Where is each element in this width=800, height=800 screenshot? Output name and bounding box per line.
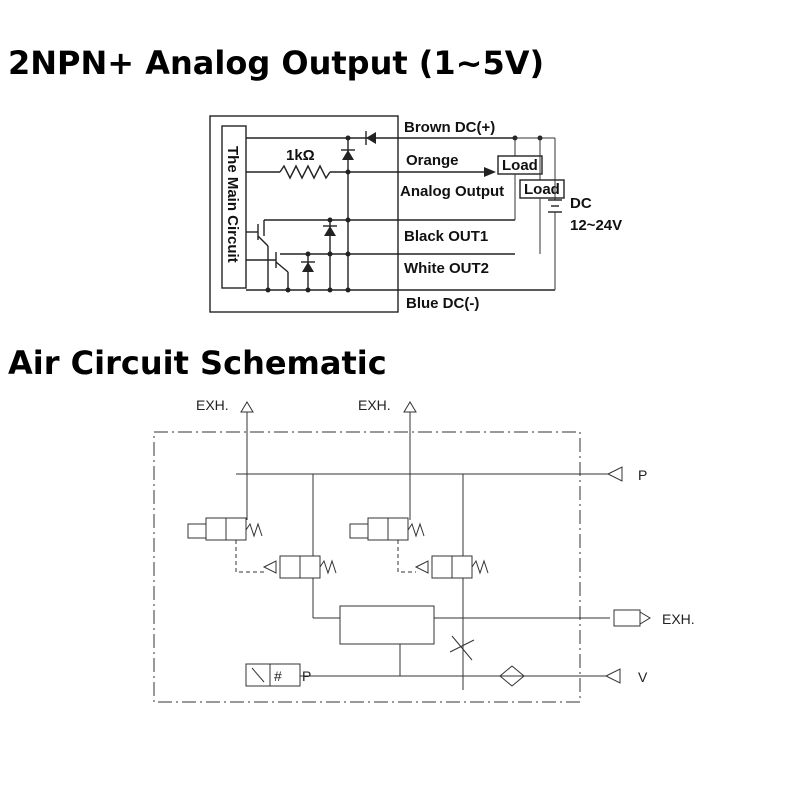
- analog-output-label: Analog Output: [400, 183, 504, 200]
- filter-symbol: [499, 665, 525, 687]
- exh-right-label: EXH.: [358, 397, 391, 413]
- exhaust-silencer: [613, 609, 641, 627]
- solenoid-left: [187, 523, 207, 539]
- load-box-1: [497, 155, 543, 175]
- exh-out-label: EXH.: [662, 611, 695, 627]
- electrical-heading: 2NPN+ Analog Output (1~5V): [8, 44, 545, 82]
- wiring-diagram: The Main Circuit 1kΩ: [209, 115, 622, 313]
- load-label-2: Load: [524, 181, 560, 198]
- white-label: White OUT2: [404, 260, 489, 277]
- p-label: P: [638, 467, 647, 483]
- pressure-sensor: [245, 663, 301, 687]
- solenoid-right: [349, 523, 369, 539]
- throttle-valve: [451, 635, 473, 661]
- gauge-p-label: P: [302, 668, 311, 684]
- load-box-2: [519, 179, 565, 199]
- resistor-label: 1kΩ: [286, 147, 315, 164]
- air-schematic: EXH. EXH. P: [153, 397, 695, 703]
- load-label-1: Load: [502, 157, 538, 174]
- black-label: Black OUT1: [404, 228, 488, 245]
- dc-label: DC: [570, 195, 592, 212]
- v-port: [604, 668, 621, 684]
- main-circuit-label: The Main Circuit: [224, 146, 241, 263]
- resistor-symbol: [279, 164, 331, 180]
- v-label: V: [638, 669, 648, 685]
- orange-arrow: [484, 167, 496, 177]
- air-enclosure: [153, 431, 581, 703]
- blue-label: Blue DC(-): [406, 295, 479, 312]
- brown-label: Brown DC(+): [404, 119, 495, 136]
- exh-right-port: [403, 401, 417, 413]
- p-port: [606, 466, 623, 482]
- ejector-block: [339, 605, 435, 645]
- exh-left-port: [240, 401, 254, 413]
- gauge-hash-label: #: [274, 668, 282, 684]
- orange-label: Orange: [406, 152, 459, 169]
- voltage-label: 12~24V: [570, 217, 622, 234]
- air-heading: Air Circuit Schematic: [8, 344, 387, 382]
- main-circuit-block: [221, 125, 247, 289]
- exh-left-label: EXH.: [196, 397, 229, 413]
- sensor-enclosure: [209, 115, 399, 313]
